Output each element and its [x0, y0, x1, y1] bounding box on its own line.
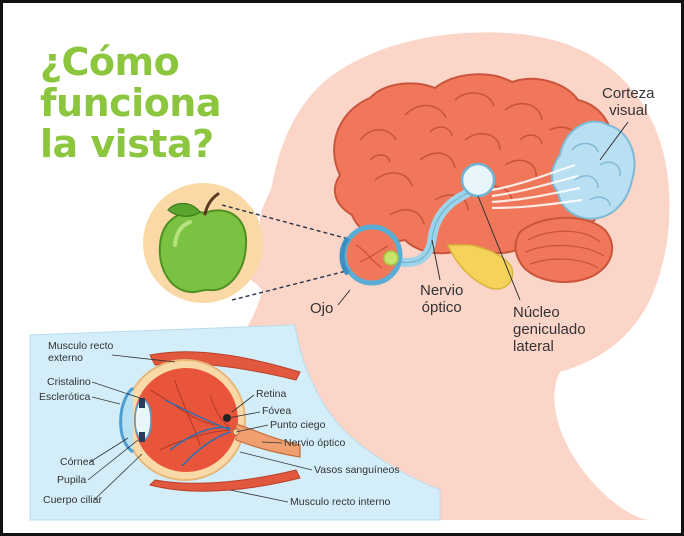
small-eye: [342, 227, 400, 283]
label-nucleo-geniculado: Núcleo geniculado lateral: [513, 304, 586, 355]
page-title: ¿Cómo funciona la vista?: [40, 42, 221, 165]
label-fovea: Fóvea: [262, 405, 291, 417]
label-nervio-optico-eye: Nervio óptico: [284, 437, 345, 449]
label-vasos-sanguineos: Vasos sanguíneos: [314, 464, 400, 476]
label-nervio-optico: Nervio óptico: [420, 282, 463, 316]
label-cristalino: Cristalino: [47, 376, 91, 388]
label-corteza-visual: Corteza visual: [602, 85, 655, 119]
label-musculo-interno: Musculo recto interno: [290, 496, 390, 508]
lgn-circle: [462, 164, 494, 196]
label-punto-ciego: Punto ciego: [270, 419, 325, 431]
label-esclerotica: Esclerótica: [39, 391, 90, 403]
label-musculo-externo: Musculo recto externo: [48, 340, 113, 364]
label-cuerpo-ciliar: Cuerpo ciliar: [43, 494, 102, 506]
title-line-3: la vista?: [40, 124, 221, 165]
label-ojo: Ojo: [310, 300, 333, 317]
apple-illustration: [143, 183, 263, 303]
title-line-2: funciona: [40, 83, 221, 124]
label-retina: Retina: [256, 388, 286, 400]
title-line-1: ¿Cómo: [40, 42, 221, 83]
label-pupila: Pupila: [57, 474, 86, 486]
label-cornea: Córnea: [60, 456, 94, 468]
